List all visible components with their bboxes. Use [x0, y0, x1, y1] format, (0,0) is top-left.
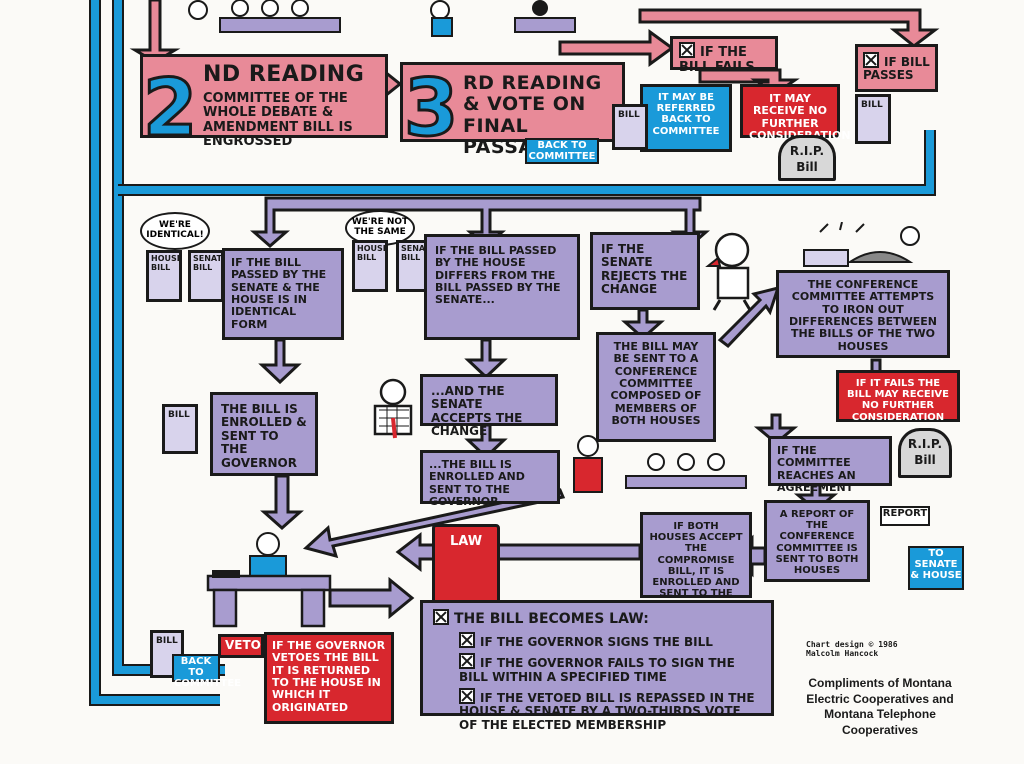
- checkbox-icon: [679, 42, 695, 58]
- fails-no-further-box: If it fails the bill may receive no furt…: [836, 370, 960, 423]
- bill-character-label: Bill: [861, 100, 883, 110]
- checkbox-icon: [433, 609, 449, 625]
- third-reading-number: 3: [402, 64, 459, 154]
- enrolled-governor-box: The bill is enrolled & sent to the gover…: [210, 392, 318, 476]
- conference-committee-text: The bill may be sent to a conference com…: [610, 340, 702, 427]
- checkbox-icon: [459, 687, 475, 704]
- senate-rejects-box: If the Senate rejects the change: [590, 232, 700, 310]
- becomes-law-item: If the governor signs the bill: [480, 634, 713, 649]
- bill-fails-box: If the bill fails: [670, 36, 778, 74]
- identical-speech-bubble: We're identical!: [140, 212, 210, 250]
- both-houses-accept-text: If both houses accept the compromise bil…: [649, 521, 743, 610]
- checkbox-icon: [459, 631, 475, 648]
- back-to-committee-sign-top: Back to committee: [525, 138, 599, 164]
- becomes-law-box: The bill becomes law: If the governor si…: [420, 600, 774, 732]
- senate-bill-label: Senate Bill: [401, 244, 436, 262]
- senate-accepts-box: ...And the Senate accepts the change: [420, 374, 558, 438]
- house-bill-character-2: House Bill: [352, 240, 388, 292]
- enrolled-governor-2-text: ...The bill is enrolled and sent to the …: [429, 458, 525, 508]
- veto-box: If the governor vetoes the bill it is re…: [264, 632, 394, 724]
- bill-character-label: Bill: [156, 636, 178, 646]
- senate-bill-character: Senate Bill: [188, 250, 228, 302]
- bill-character-left: Bill: [162, 404, 198, 454]
- enrolled-governor-2-box: ...The bill is enrolled and sent to the …: [420, 450, 560, 508]
- conference-attempt-box: The conference committee attempts to iro…: [776, 270, 950, 358]
- bill-differs-box: If the bill passed by the House differs …: [424, 234, 580, 340]
- bill-differs-text: If the bill passed by the House differs …: [435, 244, 561, 307]
- identical-form-text: If the bill passed by the Senate & the H…: [231, 256, 327, 331]
- bill-passes-label: If bill passes: [863, 55, 930, 83]
- becomes-law-item: If the governor fails to sign the bill w…: [459, 656, 735, 684]
- governor-desk-illustration: [206, 530, 332, 630]
- fails-no-further-text: If it fails the bill may receive no furt…: [846, 378, 950, 423]
- checkbox-icon: [863, 52, 879, 68]
- bill-passes-box: If bill passes: [855, 44, 938, 92]
- becomes-law-item: If the vetoed bill is repassed in the Ho…: [459, 690, 755, 732]
- second-reading-number: 2: [141, 64, 198, 154]
- report-sign: Report: [880, 506, 930, 526]
- house-bill-label: House Bill: [151, 254, 183, 272]
- rip-tombstone-top: R.I.P. Bill: [778, 135, 836, 181]
- both-houses-accept-box: If both houses accept the compromise bil…: [640, 512, 752, 610]
- chart-credit: Chart design © 1986 Malcolm Hancock: [806, 640, 898, 658]
- clerk-illustration: [420, 0, 585, 42]
- back-to-committee-sign-bottom: Back to committee: [172, 654, 241, 689]
- second-reading-box: nd Reading Committee of the whole debate…: [140, 54, 388, 149]
- senate-bill-label: Senate Bill: [193, 254, 228, 272]
- law-book-label: Law: [449, 534, 483, 549]
- second-reading-body: Committee of the whole debate & amendmen…: [203, 90, 353, 150]
- committee-agreement-text: If the committee reaches an agreement: [777, 444, 856, 494]
- conference-table-illustration: [566, 432, 762, 506]
- conference-report-text: A report of the conference committee is …: [775, 509, 859, 576]
- no-further-box: It may receive no further consideration: [740, 84, 851, 142]
- enrolled-governor-text: The bill is enrolled & sent to the gover…: [221, 402, 307, 470]
- shouting-senator-illustration: [700, 230, 762, 312]
- bill-character-label: Bill: [618, 110, 640, 120]
- veto-tag-label: Veto: [225, 638, 261, 652]
- identical-form-box: If the bill passed by the Senate & the H…: [222, 248, 344, 340]
- conference-report-box: A report of the conference committee is …: [764, 500, 870, 582]
- bill-fails-label: If the bill fails: [679, 45, 755, 75]
- veto-text: If the governor vetoes the bill it is re…: [272, 639, 386, 714]
- house-bill-character: House Bill: [146, 250, 182, 302]
- conference-committee-box: The bill may be sent to a conference com…: [596, 332, 716, 442]
- senate-rejects-text: If the Senate rejects the change: [601, 242, 688, 297]
- house-bill-label: House Bill: [357, 244, 389, 262]
- becomes-law-title: The bill becomes law:: [454, 611, 649, 627]
- referred-back-text: It may be referred back to committee: [652, 92, 720, 137]
- bill-character-passes: Bill: [855, 94, 891, 144]
- second-reading-title: nd Reading: [203, 62, 365, 87]
- compliments-credit: Compliments of Montana Electric Cooperat…: [806, 676, 954, 737]
- conference-attempt-text: The conference committee attempts to iro…: [788, 278, 938, 353]
- legislators-illustration: [180, 0, 345, 40]
- cheering-senator-illustration: [365, 378, 425, 446]
- bill-character-top: Bill: [612, 104, 648, 150]
- checkbox-icon: [459, 653, 475, 670]
- referred-back-box: It may be referred back to committee: [640, 84, 732, 152]
- to-senate-house-sign: To Senate & House: [908, 546, 964, 590]
- veto-tag: Veto: [218, 634, 264, 658]
- third-reading-box: rd Reading & vote on final passage: [400, 62, 625, 157]
- senate-accepts-text: ...And the Senate accepts the change: [431, 384, 523, 439]
- steaming-bill-illustration: [800, 221, 930, 270]
- bill-character-label: Bill: [168, 410, 190, 420]
- rip-tombstone-bottom: R.I.P. Bill: [898, 428, 952, 478]
- committee-agreement-box: If the committee reaches an agreement: [768, 436, 892, 494]
- law-book-character: Law: [432, 524, 500, 604]
